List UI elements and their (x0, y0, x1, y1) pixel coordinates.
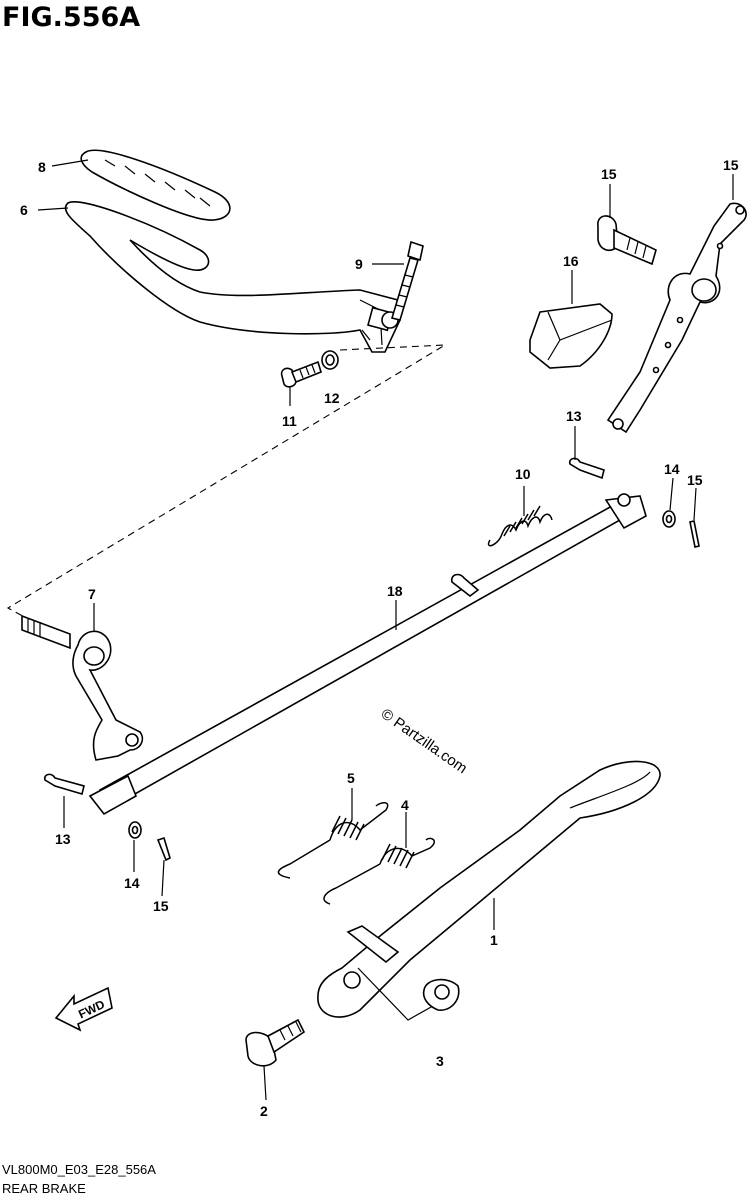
part-9-bolt[interactable] (390, 240, 424, 321)
callout-14-rear: 14 (124, 875, 140, 891)
part-8-pedal-rubber[interactable] (80, 149, 231, 221)
part-14-washer-rear[interactable] (128, 821, 142, 839)
fwd-arrow-badge: FWD (54, 986, 113, 1032)
part-18-pivot-bolt[interactable] (597, 215, 657, 266)
part-7-lever[interactable] (21, 614, 144, 761)
callout-15-rear: 15 (153, 898, 169, 914)
part-12-collar[interactable] (321, 350, 339, 370)
drawing-caption: REAR BRAKE (2, 1181, 86, 1196)
callout-19: 16 (563, 253, 579, 269)
callout-9: 9 (355, 256, 363, 272)
callout-13-rear: 13 (55, 831, 71, 847)
part-15-cotter-pin-front[interactable] (689, 520, 700, 548)
callout-12: 12 (324, 390, 340, 406)
part-10-spring[interactable] (487, 505, 553, 547)
part-14-washer-front[interactable] (662, 510, 676, 528)
part-11-bolt[interactable] (280, 360, 322, 388)
part-1-side-stand[interactable] (317, 760, 661, 1021)
part-13-pin-front[interactable] (568, 457, 605, 480)
callout-8: 8 (38, 159, 46, 175)
callout-6: 6 (20, 202, 28, 218)
part-19-cover[interactable] (529, 303, 613, 369)
part-5-spring[interactable] (277, 802, 389, 879)
callout-7: 7 (88, 586, 96, 602)
callout-10: 10 (515, 466, 531, 482)
callout-labels: 8 6 9 12 11 15 15 16 13 10 14 15 18 7 5 … (20, 157, 739, 1119)
leader-lines (37, 159, 734, 1101)
watermark: © Partzilla.com (378, 705, 471, 777)
assembly-guide-line (6, 344, 446, 621)
part-6-brake-pedal[interactable] (64, 201, 401, 353)
callout-11: 11 (282, 413, 297, 429)
callout-2: 2 (260, 1103, 268, 1119)
figure-title: FIG.556A (2, 2, 141, 33)
drawing-code: VL800M0_E03_E28_556A (2, 1162, 156, 1177)
part-17-link-arm[interactable] (606, 202, 747, 434)
callout-1: 1 (490, 932, 498, 948)
callout-16: 18 (387, 583, 403, 599)
part-3-nut[interactable] (422, 978, 460, 1011)
callout-17: 15 (723, 157, 739, 173)
part-13-pin-rear[interactable] (43, 773, 85, 796)
callout-18: 15 (601, 166, 617, 182)
part-15-cotter-pin-rear[interactable] (156, 836, 171, 862)
part-4-spring[interactable] (323, 837, 435, 905)
callout-14-front: 14 (664, 461, 680, 477)
callout-15-front: 15 (687, 472, 703, 488)
callout-5: 5 (347, 770, 355, 786)
callout-13-front: 13 (566, 408, 582, 424)
part-16-brake-rod[interactable] (88, 493, 647, 816)
callout-3: 3 (436, 1053, 444, 1069)
callout-4: 4 (401, 797, 409, 813)
part-2-stand-bolt[interactable] (245, 1018, 306, 1067)
